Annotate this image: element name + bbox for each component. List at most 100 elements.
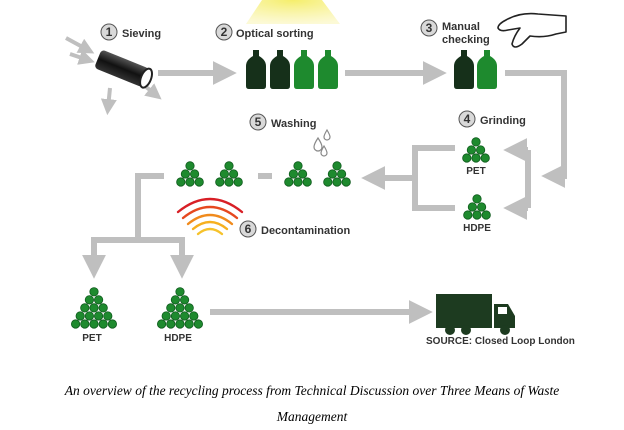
material-label: PET [82, 333, 101, 344]
step-label-line1: Manual [442, 21, 480, 33]
heat-waves-icon [176, 197, 244, 236]
pellet [224, 177, 234, 187]
pellet [190, 169, 200, 179]
bottle-icon [477, 50, 497, 89]
material-label: HDPE [164, 333, 192, 344]
pellet-pile-icon [215, 161, 243, 187]
pellet [302, 177, 312, 187]
step-grinding: 4 Grinding PET HDPE [458, 110, 526, 234]
pellet [103, 311, 113, 321]
pellet [84, 295, 95, 305]
pellet [224, 161, 234, 171]
bottle-icon [246, 50, 266, 89]
pellet-pile-icon [463, 194, 491, 220]
step-label: Optical sorting [236, 28, 314, 40]
figure-caption: An overview of the recycling process fro… [0, 378, 624, 430]
pellet [341, 177, 351, 187]
pellet [175, 319, 185, 329]
pellet [293, 161, 303, 171]
pellet [180, 169, 190, 179]
pellet [185, 177, 195, 187]
pellet [472, 194, 482, 204]
truck-icon [436, 294, 515, 335]
pellet [189, 311, 199, 321]
bottle-icon [454, 50, 474, 89]
pellet [463, 210, 473, 220]
pellet [89, 287, 99, 297]
pellet [193, 319, 203, 329]
caption-line-2: Management [276, 409, 348, 424]
step-optical-sorting: 2 Optical sorting [215, 0, 340, 89]
pellet [80, 303, 90, 313]
step-label: Decontamination [261, 225, 351, 237]
pellet [462, 153, 472, 163]
caption-line-1: An overview of the recycling process fro… [64, 383, 560, 398]
pellet [194, 177, 204, 187]
pellet [284, 177, 294, 187]
pellet [475, 145, 486, 155]
hand-icon [497, 12, 567, 48]
pellet [161, 311, 171, 321]
pellet [75, 311, 85, 321]
light-beam-icon [246, 0, 340, 24]
arrow-to-final-split [82, 173, 164, 279]
step-number-badge [100, 23, 118, 41]
pellet [180, 311, 190, 321]
step-label: Grinding [480, 115, 526, 127]
pellet [184, 319, 194, 329]
bracket-grind-left [412, 145, 455, 211]
pellet [89, 303, 99, 313]
pellet-pile-icon [462, 137, 490, 163]
pellet [467, 202, 477, 212]
source-label: SOURCE: Closed Loop London [426, 336, 575, 347]
pellet [476, 202, 487, 212]
input-arrow-2 [69, 49, 95, 65]
pellet [98, 319, 108, 329]
pellet [94, 311, 104, 321]
final-products: PET HDPE [71, 287, 203, 344]
pellet [98, 303, 108, 313]
step-number-badge [249, 113, 267, 131]
recycling-process-diagram: 1 Sieving 2 Optical sorting 3 Manual che… [65, 0, 575, 347]
pellet-pile-icon [323, 161, 351, 187]
pellet [180, 295, 190, 305]
step-number-badge [420, 19, 438, 37]
bottle-icon [270, 50, 290, 89]
step-number-badge [458, 110, 476, 128]
pellet [215, 177, 225, 187]
pellet [466, 145, 476, 155]
pellet [166, 303, 176, 313]
pellet [323, 177, 333, 187]
pellet [170, 295, 180, 305]
pellet [80, 319, 90, 329]
pellet [170, 311, 180, 321]
pellet-pile-icon [176, 161, 204, 187]
pellet-pile-icon [157, 287, 203, 329]
step-number: 3 [426, 21, 433, 35]
pellet [84, 311, 95, 321]
step-number: 4 [464, 112, 471, 126]
material-label: HDPE [463, 223, 491, 234]
pellet-pile-icon [284, 161, 312, 187]
pellet [89, 319, 99, 329]
pellet [332, 161, 342, 171]
step-manual-checking: 3 Manual checking [420, 12, 567, 89]
input-arrow-1 [65, 36, 95, 54]
step-washing: 5 Washing [176, 113, 351, 187]
pellet [481, 210, 491, 220]
step-number-badge [239, 220, 257, 238]
pellet [184, 303, 194, 313]
step-number: 1 [106, 25, 113, 39]
pellet [480, 153, 490, 163]
pellet [175, 303, 185, 313]
pellet [327, 169, 337, 179]
pellet-pile-icon [71, 287, 118, 329]
pellet [288, 169, 298, 179]
step-number: 2 [221, 25, 228, 39]
step-decontamination: 6 Decontamination [176, 197, 351, 238]
step-label-line2: checking [442, 34, 490, 46]
flow-arrows [65, 36, 567, 324]
sieve-drum-icon [95, 50, 153, 89]
pellet [471, 137, 481, 147]
arrow-manual-to-grinding [505, 70, 567, 188]
